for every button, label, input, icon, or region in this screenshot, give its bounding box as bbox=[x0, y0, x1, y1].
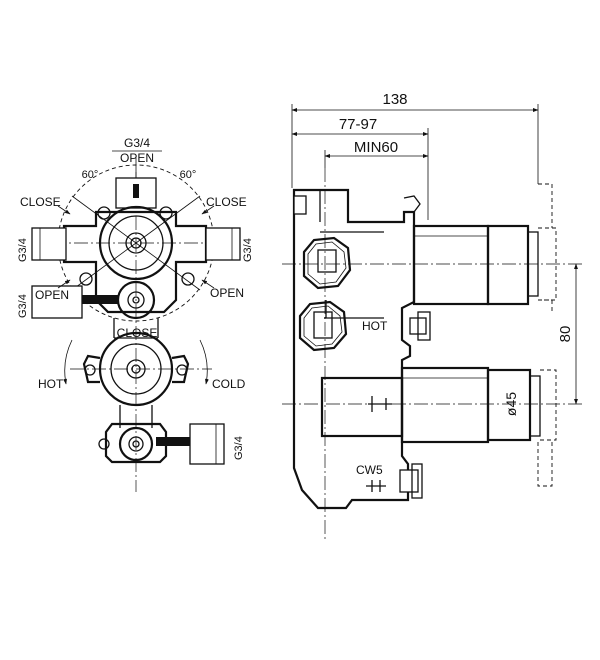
angle-line-right bbox=[135, 195, 201, 244]
upper-stop-valve-pin bbox=[132, 296, 140, 304]
lower-port-mark bbox=[156, 437, 190, 446]
mount-hole-top-right bbox=[159, 206, 173, 220]
mount-bracket bbox=[403, 195, 421, 213]
lower-outlet-port bbox=[189, 423, 225, 465]
cold-label: COLD bbox=[212, 377, 246, 391]
lower-cartridge-base bbox=[320, 376, 404, 438]
open-left-label: OPEN bbox=[35, 288, 69, 302]
angle-left-label: 60° bbox=[82, 169, 99, 181]
left-upper-port bbox=[31, 227, 67, 261]
thread-bottom-label: G3/4 bbox=[233, 436, 245, 460]
diverter-outer-ring bbox=[98, 205, 174, 281]
lower-spindle-detail bbox=[368, 396, 392, 412]
diverter-middle-ring bbox=[108, 215, 164, 271]
hot-side-label: HOT bbox=[362, 319, 388, 333]
close-right-label: CLOSE bbox=[206, 195, 247, 209]
close-right-arrow bbox=[201, 205, 215, 215]
close-left-arrow bbox=[57, 205, 71, 215]
thread-left-lower-label: G3/4 bbox=[17, 294, 29, 318]
lower-stop-core bbox=[128, 436, 144, 452]
cartridge-outer-ring bbox=[98, 331, 174, 407]
dim-min-text: MIN60 bbox=[354, 139, 398, 156]
lower-handle-outline bbox=[537, 369, 557, 487]
upper-stop-valve-core bbox=[127, 291, 145, 309]
close-left-label: CLOSE bbox=[20, 195, 61, 209]
upper-stop-valve bbox=[116, 280, 156, 320]
cartridge-inner-ring bbox=[126, 359, 146, 379]
front-view: G3/4 OPEN 60° 60° CLOSE CLOSE G3/4 G3/4 … bbox=[17, 136, 254, 492]
connector-neck bbox=[113, 318, 159, 339]
dim-spacing-text: 80 bbox=[557, 326, 574, 343]
dim-diameter-text: ø45 bbox=[503, 392, 519, 416]
angle-line-left-lower bbox=[71, 242, 137, 291]
flange-hole-right bbox=[176, 364, 188, 376]
side-view: 138 77-97 MIN60 80 ø45 HOT CW5 bbox=[282, 91, 582, 540]
lower-stop-valve bbox=[118, 426, 154, 462]
side-body-back bbox=[292, 188, 416, 510]
diverter-spindle bbox=[130, 237, 142, 249]
upper-hex-inner bbox=[307, 241, 347, 285]
mount-hole-bottom-right bbox=[181, 272, 195, 286]
cw-valve-stem bbox=[399, 469, 419, 493]
right-upper-port bbox=[205, 227, 241, 261]
left-lower-port-mark bbox=[82, 295, 118, 304]
hot-label: HOT bbox=[38, 377, 64, 391]
cartridge-flange bbox=[82, 354, 190, 384]
mount-hole-top-left bbox=[97, 206, 111, 220]
upper-cartridge-sleeve bbox=[486, 224, 530, 306]
middle-hex-inner bbox=[303, 305, 343, 347]
upper-handle-outline bbox=[538, 183, 557, 312]
mount-hole-bottom-left bbox=[79, 272, 93, 286]
cw-flow-symbol bbox=[366, 480, 386, 492]
close-bottom-label: CLOSE bbox=[117, 326, 158, 340]
angle-line-right-lower bbox=[135, 242, 201, 291]
upper-hex-nut bbox=[302, 236, 352, 290]
lower-cartridge-body bbox=[400, 366, 490, 444]
lower-stop-pin bbox=[132, 440, 140, 448]
thread-top-label: G3/4 bbox=[124, 136, 150, 150]
upper-cartridge-cap bbox=[527, 231, 539, 297]
lower-flange-hole bbox=[98, 438, 110, 450]
thread-left-upper-label: G3/4 bbox=[17, 238, 29, 262]
flange-hole-left bbox=[84, 364, 96, 376]
thread-right-upper-label: G3/4 bbox=[242, 238, 254, 262]
diverter-inner-ring bbox=[125, 232, 147, 254]
cold-rotation-arc bbox=[199, 339, 209, 385]
dim-depth-text: 77-97 bbox=[339, 116, 377, 133]
open-top-label: OPEN bbox=[120, 151, 154, 165]
open-right-label: OPEN bbox=[210, 286, 244, 300]
side-body-back-inner bbox=[319, 190, 384, 319]
open-right-arrow bbox=[201, 279, 215, 289]
left-lower-port bbox=[31, 285, 83, 319]
angle-right-label: 60° bbox=[180, 169, 197, 181]
top-inlet-mark bbox=[133, 184, 139, 198]
middle-hex-nut bbox=[298, 300, 348, 352]
dim-total-text: 138 bbox=[382, 91, 407, 108]
upper-hex-core bbox=[317, 249, 337, 273]
cw-label: CW5 bbox=[356, 463, 383, 477]
cartridge-middle-ring bbox=[110, 343, 162, 395]
upper-cartridge-body bbox=[412, 224, 490, 306]
open-left-arrow bbox=[57, 279, 71, 289]
hot-rotation-arc bbox=[63, 339, 73, 385]
middle-hex-core bbox=[313, 311, 333, 339]
cartridge-pin bbox=[131, 364, 141, 374]
top-flange-block bbox=[293, 195, 307, 215]
hot-valve-nut bbox=[417, 311, 431, 341]
cw-valve-nut bbox=[411, 463, 423, 499]
lower-cartridge-cap bbox=[529, 375, 541, 437]
